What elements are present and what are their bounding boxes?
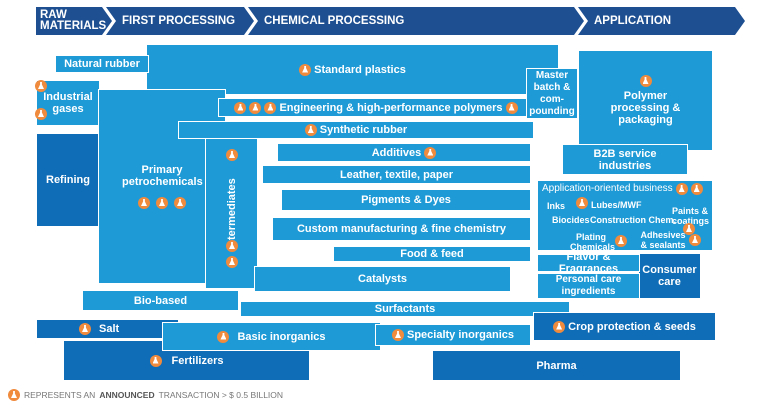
- flask-icon: [576, 197, 588, 209]
- box-salt: Salt: [36, 319, 179, 339]
- flask-icon: [35, 80, 47, 92]
- box-natural-rubber: Natural rubber: [55, 55, 149, 73]
- box-master-batch: Master batch & com-pounding: [526, 68, 578, 119]
- flask-icon: [79, 323, 91, 335]
- label: Salt: [99, 323, 120, 335]
- flask-icon: [639, 75, 652, 87]
- label: Engineering & high-performance polymers: [279, 101, 503, 114]
- box-flavor-fragrances: Flavor & Fragrances: [537, 251, 640, 275]
- box-basic-inorganics: Basic inorganics: [162, 322, 381, 351]
- label: Fertilizers: [171, 354, 224, 367]
- legend-bold: ANNOUNCED: [99, 390, 155, 400]
- flask-icon: [675, 183, 688, 195]
- lubes-label: Lubes/MWF: [591, 200, 642, 210]
- flask-icon: [392, 329, 404, 341]
- legend: REPRESENTS AN ANNOUNCED TRANSACTION > $ …: [8, 389, 283, 401]
- inks-label: Inks: [547, 201, 566, 211]
- flask-icon: [505, 101, 518, 114]
- flask-icon: [553, 320, 566, 333]
- box-refining: Refining: [36, 133, 100, 227]
- box-personal-care: Personal care ingredients: [537, 273, 640, 299]
- header-application: APPLICATION: [578, 7, 745, 35]
- box-leather-textile-paper: Leather, textile, paper: [262, 165, 531, 184]
- legend-text: REPRESENTS AN: [24, 390, 96, 400]
- flask-icon: [689, 234, 701, 246]
- label: Standard plastics: [314, 63, 406, 76]
- flask-icon: [615, 235, 627, 247]
- box-standard-plastics: Standard plastics: [146, 44, 559, 95]
- flask-icon: [226, 256, 238, 268]
- flask-icon: [226, 149, 238, 161]
- box-polymer-processing: Polymer processing & packaging: [578, 50, 713, 151]
- flask-icon: [217, 330, 230, 343]
- flask-icon: [690, 183, 703, 195]
- label: Specialty inorganics: [407, 329, 514, 341]
- box-engineering-polymers: Engineering & high-performance polymers: [218, 98, 534, 117]
- adhesives-label: Adhesives & sealants: [640, 230, 686, 250]
- paints-label: Paints & coatings: [672, 206, 710, 226]
- flask-icon: [304, 124, 317, 136]
- flask-icon: [264, 101, 277, 114]
- box-pigments-dyes: Pigments & Dyes: [281, 189, 531, 211]
- flask-icon: [234, 101, 247, 114]
- flask-icon: [683, 223, 695, 235]
- flask-icon: [138, 197, 150, 209]
- box-crop-protection: Crop protection & seeds: [533, 312, 716, 341]
- biocides-label: Biocides: [552, 215, 590, 225]
- label: Polymer processing & packaging: [610, 90, 681, 126]
- label: Additives: [371, 146, 422, 159]
- box-custom-manufacturing: Custom manufacturing & fine chemistry: [272, 217, 531, 241]
- label: Intermediates: [225, 177, 238, 250]
- label: Primary petrochemicals: [122, 164, 203, 188]
- box-synthetic-rubber: Synthetic rubber: [178, 121, 534, 139]
- box-surfactants: Surfactants: [240, 301, 570, 317]
- flask-icon: [249, 101, 262, 114]
- label: Application-oriented business: [542, 183, 673, 194]
- box-consumer-care: Consumer care: [638, 253, 701, 299]
- label: Basic inorganics: [237, 330, 326, 343]
- flask-icon: [156, 197, 168, 209]
- flask-icon: [174, 197, 186, 209]
- box-additives: Additives: [277, 143, 531, 162]
- box-catalysts: Catalysts: [254, 266, 511, 292]
- flask-icon: [8, 389, 20, 401]
- flask-icon: [35, 108, 47, 120]
- construction-label: Construction Chem.: [590, 215, 677, 225]
- header-first-processing: FIRST PROCESSING: [106, 7, 254, 35]
- flask-icon: [299, 63, 312, 76]
- label: Synthetic rubber: [319, 124, 408, 136]
- box-pharma: Pharma: [432, 350, 681, 381]
- box-bio-based: Bio-based: [82, 290, 239, 311]
- header-raw-materials: RAW MATERIALS: [36, 7, 112, 35]
- box-specialty-inorganics: Specialty inorganics: [375, 324, 531, 346]
- flask-icon: [226, 240, 238, 252]
- flask-icon: [149, 354, 162, 367]
- header-chemical-processing: CHEMICAL PROCESSING: [248, 7, 584, 35]
- label: Crop protection & seeds: [568, 320, 696, 333]
- box-industrial-gases: Industrial gases: [36, 80, 100, 126]
- flask-icon: [424, 146, 437, 159]
- box-food-feed: Food & feed: [333, 246, 531, 262]
- legend-text: TRANSACTION > $ 0.5 BILLION: [158, 390, 284, 400]
- plating-label: Plating Chemicals: [570, 232, 616, 252]
- box-intermediates: Intermediates: [205, 138, 258, 289]
- box-b2b-services: B2B service industries: [562, 144, 688, 175]
